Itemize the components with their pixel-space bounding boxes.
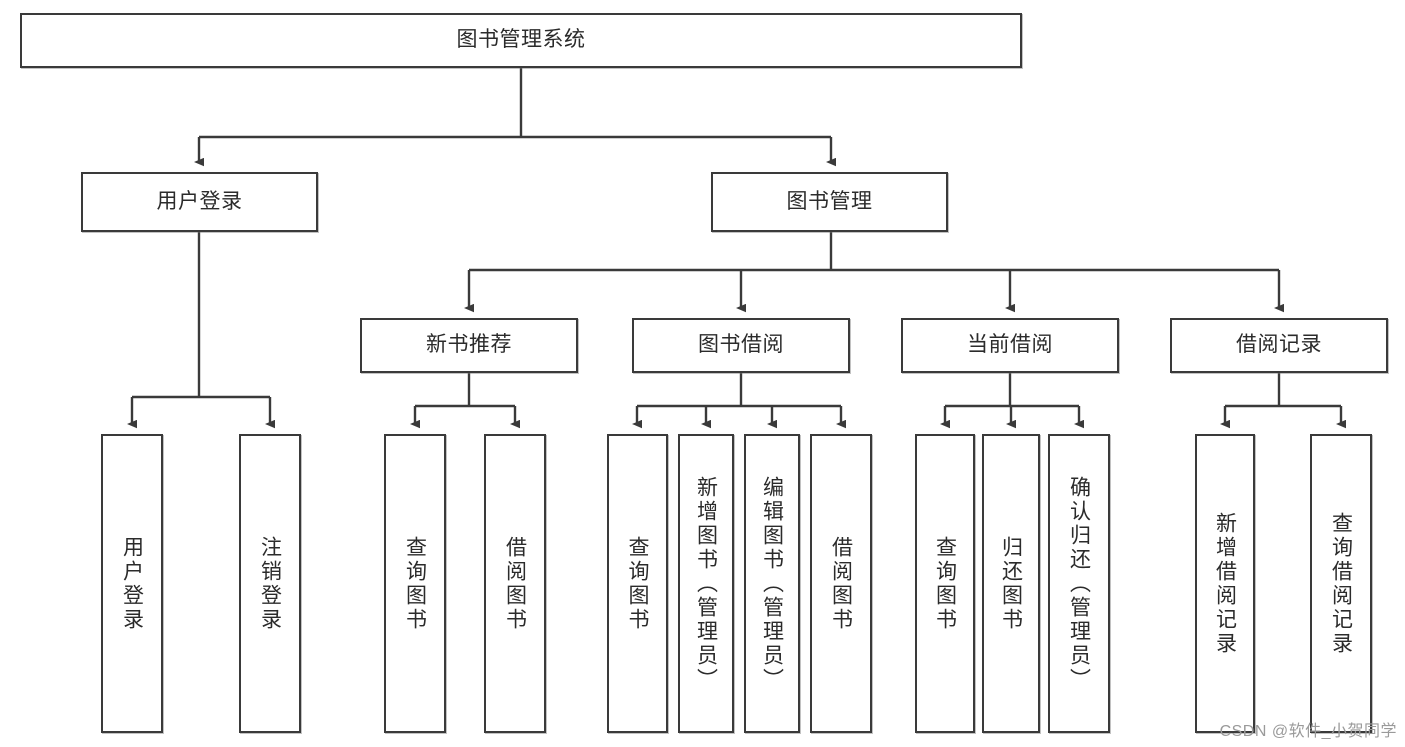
node-user-login[interactable]: 用户登录 (81, 172, 318, 232)
leaf-query-book-borrow[interactable]: 查询图书 (607, 434, 668, 733)
edges-user-login-to-leaves (127, 232, 275, 429)
leaf-logout-login[interactable]: 注销登录 (239, 434, 301, 733)
node-label: 图书管理系统 (456, 28, 586, 52)
leaf-user-login[interactable]: 用户登录 (101, 434, 163, 733)
node-label: 注销登录 (258, 535, 282, 632)
node-label: 当前借阅 (967, 333, 1053, 357)
edges-book-borrow-to-leaves (632, 373, 846, 429)
node-label: 查询图书 (403, 535, 427, 632)
node-label: 借阅图书 (503, 535, 527, 632)
leaf-query-book-current[interactable]: 查询图书 (915, 434, 975, 733)
node-label: 新增图书（管理员） (694, 475, 718, 692)
leaf-confirm-return-admin[interactable]: 确认归还（管理员） (1048, 434, 1110, 733)
node-label: 编辑图书（管理员） (760, 475, 784, 692)
node-label: 图书借阅 (698, 333, 784, 357)
node-label: 查询图书 (626, 535, 649, 632)
node-root-system[interactable]: 图书管理系统 (20, 13, 1022, 68)
leaf-return-book[interactable]: 归还图书 (982, 434, 1040, 733)
edges-borrow-record-to-leaves (1220, 373, 1346, 429)
node-label: 归还图书 (999, 535, 1023, 632)
node-current-borrow[interactable]: 当前借阅 (901, 318, 1119, 373)
edges-current-borrow-to-leaves (940, 373, 1084, 429)
node-label: 查询图书 (933, 535, 957, 632)
node-label: 用户登录 (156, 189, 243, 213)
leaf-query-book-newbook[interactable]: 查询图书 (384, 434, 446, 733)
node-label: 新增借阅记录 (1213, 511, 1237, 656)
node-new-book-recommend[interactable]: 新书推荐 (360, 318, 578, 373)
node-label: 查询借阅记录 (1329, 511, 1353, 656)
watermark-text: CSDN @软件_小贺同学 (1219, 723, 1397, 740)
leaf-add-book-admin[interactable]: 新增图书（管理员） (678, 434, 734, 733)
node-label: 借阅记录 (1236, 333, 1322, 357)
leaf-borrow-book-newbook[interactable]: 借阅图书 (484, 434, 546, 733)
leaf-edit-book-admin[interactable]: 编辑图书（管理员） (744, 434, 800, 733)
node-label: 图书管理 (786, 189, 873, 213)
node-label: 新书推荐 (426, 333, 512, 357)
leaf-query-borrow-record[interactable]: 查询借阅记录 (1310, 434, 1372, 733)
edges-book-mgmt-to-level3 (464, 232, 1284, 313)
node-label: 用户登录 (120, 535, 144, 632)
leaf-add-borrow-record[interactable]: 新增借阅记录 (1195, 434, 1255, 733)
edges-new-book-to-leaves (410, 373, 520, 429)
node-label: 借阅图书 (829, 535, 853, 632)
node-book-borrow[interactable]: 图书借阅 (632, 318, 850, 373)
edges-root-to-level2 (194, 68, 836, 167)
node-label: 确认归还（管理员） (1067, 475, 1091, 692)
node-borrow-record[interactable]: 借阅记录 (1170, 318, 1388, 373)
node-book-management[interactable]: 图书管理 (711, 172, 948, 232)
leaf-borrow-book[interactable]: 借阅图书 (810, 434, 872, 733)
